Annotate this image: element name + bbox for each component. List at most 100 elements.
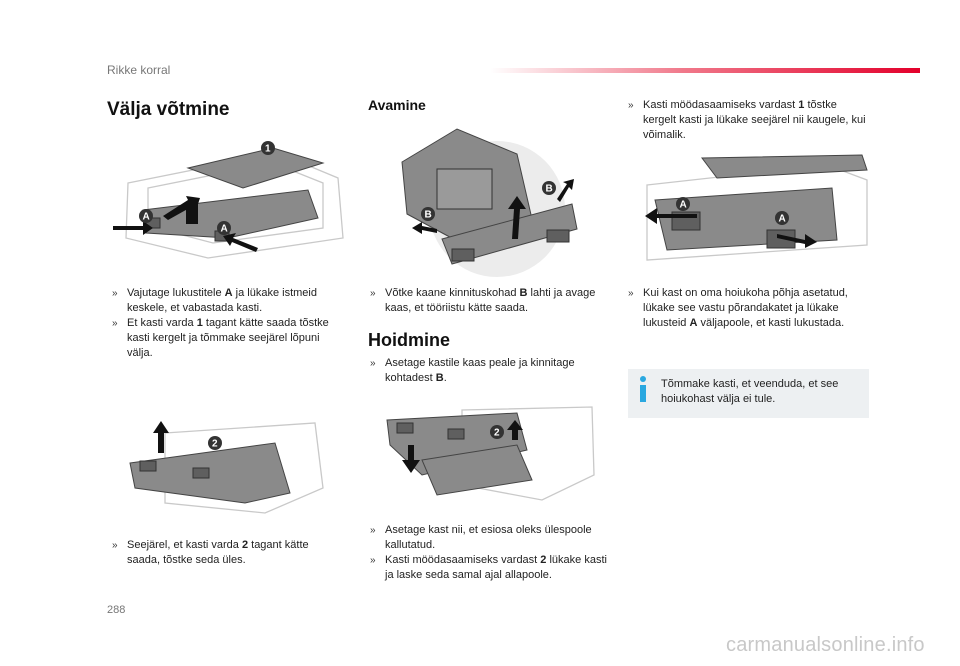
badge-2 [490, 425, 504, 439]
arrow-out-left-icon [645, 208, 697, 224]
arrow-down-icon [402, 445, 420, 473]
badge-1-label: 1 [265, 144, 271, 155]
figure-open-lid: B B [401, 128, 578, 277]
bullet-item: »Vajutage lukustitele A ja lükake istmei… [112, 286, 342, 316]
heading-opening: Avamine [368, 97, 426, 113]
list-col3-push: » Kasti möödasaamiseks vardast 1 tõstke k… [628, 98, 868, 143]
box-top-shape [701, 154, 868, 179]
list-col1-release: »Vajutage lukustitele A ja lükake istmei… [112, 286, 342, 361]
page-number: 288 [107, 604, 126, 616]
box-front-shape [129, 442, 291, 504]
list-col2-store: » Asetage kastile kaas peale ja kinnitage… [370, 356, 610, 386]
bullet-text: Kasti möödasaamiseks vardast [643, 99, 799, 111]
bullet-marker-icon: » [370, 358, 376, 369]
bullet-text: . [443, 372, 447, 384]
bullet-text: Asetage kastile kaas peale ja kinnitage … [385, 357, 575, 384]
badge-2-label: 2 [212, 439, 218, 450]
bullet-text: Kui kast on oma hoiukoha põhja asetatud,… [643, 287, 848, 329]
bullet-text: lahti ja avage kaas, et tööriistu kätte … [385, 287, 596, 314]
bullet-ref: A [689, 317, 698, 329]
badge-a-right [775, 211, 789, 225]
bullet-ref: 2 [241, 539, 249, 551]
arrow-up-icon [508, 196, 526, 239]
arrow-push-right-icon [223, 233, 258, 252]
bullet-item: » Asetage kastile kaas peale ja kinnitage… [370, 356, 610, 386]
bullet-marker-icon: » [112, 318, 118, 329]
bullet-item: » Kui kast on oma hoiukoha põhja asetatud… [628, 286, 868, 331]
arrow-up-icon [507, 420, 523, 440]
bullet-item: » Seejärel, et kasti varda 2 tagant kätte… [112, 538, 342, 568]
lid-panel-shape [436, 168, 493, 210]
bullet-text: tõstke kergelt kasti ja lükake seejärel … [643, 99, 866, 141]
badge-a-left [139, 209, 153, 223]
heading-storage: Hoidmine [368, 330, 451, 350]
arrow-push-left-icon [113, 221, 153, 235]
bullet-marker-icon: » [112, 288, 118, 299]
arrow-out-right-icon [777, 234, 817, 248]
latch-front-left-shape [451, 248, 475, 262]
arrow-lift-icon [186, 202, 198, 224]
list-col2-insert: » Asetage kast nii, et esiosa oleks ülesp… [370, 523, 610, 583]
bullet-ref: B [435, 372, 444, 384]
bullet-item: » Et kasti varda 1 tagant kätte saada tõs… [112, 316, 342, 361]
badge-1 [261, 141, 275, 155]
bullet-text: tagant kätte saada, tõstke seda üles. [127, 539, 309, 566]
info-icon [640, 376, 646, 402]
bullet-text: tagant kätte saada tõstke kasti kergelt … [127, 317, 329, 359]
latch-left-shape [396, 422, 414, 434]
section-label: Rikke korral [107, 63, 171, 77]
bullet-marker-icon: » [628, 100, 634, 111]
bullet-item: » Kasti möödasaamiseks vardast 1 tõstke k… [628, 98, 868, 143]
list-col2-open: » Võtke kaane kinnituskohad B lahti ja av… [370, 286, 610, 316]
bullet-marker-icon: » [370, 525, 376, 536]
bullet-text: ja lükake istmeid keskele, et vabastada … [127, 287, 317, 314]
list-col1-lift: » Seejärel, et kasti varda 2 tagant kätte… [112, 538, 342, 568]
bullet-text: Seejärel, et kasti varda [127, 539, 242, 551]
bullet-text: Et kasti varda [127, 317, 197, 329]
bullet-item: » Kasti möödasaamiseks vardast 2 lükake k… [370, 553, 610, 583]
badge-a-right [217, 221, 231, 235]
bullet-ref: 2 [540, 554, 547, 566]
badge-2-label: 2 [494, 428, 500, 439]
bullet-ref: B [519, 287, 528, 299]
latch-right-shape [447, 428, 465, 440]
badge-a-left-label: A [143, 212, 150, 223]
box-bottom-shape [421, 444, 533, 496]
latch-right-shape [192, 467, 210, 479]
bullet-marker-icon: » [112, 540, 118, 551]
bullet-text: Kasti möödasaamiseks vardast [385, 554, 541, 566]
bullet-marker-icon: » [628, 288, 634, 299]
badge-b-right-label: B [546, 184, 553, 195]
list-col3-lock: » Kui kast on oma hoiukoha põhja asetatud… [628, 286, 868, 331]
info-tip: Tõmmake kasti, et veenduda, et see hoiuk… [628, 369, 869, 418]
badge-a-right-label: A [779, 214, 786, 225]
bullet-ref: 1 [196, 317, 203, 329]
bullet-marker-icon: » [370, 288, 376, 299]
arrow-up-icon [153, 421, 169, 453]
latch-left-shape [139, 460, 157, 472]
bullet-ref: A [224, 287, 233, 299]
badge-a-right-label: A [221, 224, 228, 235]
bullet-text: Võtke kaane kinnituskohad [385, 287, 520, 299]
bullet-text: Asetage kast nii, et esiosa oleks ülespo… [385, 524, 592, 551]
latch-front-right-shape [546, 229, 570, 243]
bullet-item: » Võtke kaane kinnituskohad B lahti ja av… [370, 286, 610, 316]
badge-a-left [676, 197, 690, 211]
figure-lift-box: 2 [129, 421, 324, 514]
figure-store-box: 2 [386, 406, 595, 501]
header-accent-bar [490, 68, 920, 73]
badge-2 [208, 436, 222, 450]
bullet-text: väljapoole, et kasti lukustada. [697, 317, 845, 329]
badge-b-left-label: B [425, 210, 432, 221]
watermark: carmanualsonline.info [726, 634, 925, 656]
bullet-ref: 1 [798, 99, 805, 111]
bullet-marker-icon: » [370, 555, 376, 566]
arrow-left-icon [412, 222, 437, 234]
badge-b-left [421, 207, 435, 221]
bullet-item: » Asetage kast nii, et esiosa oleks ülesp… [370, 523, 610, 553]
box-top-shape [186, 147, 325, 189]
heading-removal: Välja võtmine [107, 99, 230, 120]
bullet-text: lükake kasti ja laske seda samal ajal al… [385, 554, 607, 581]
box-body-shape [441, 203, 578, 265]
arrow-open-icon [557, 179, 574, 202]
